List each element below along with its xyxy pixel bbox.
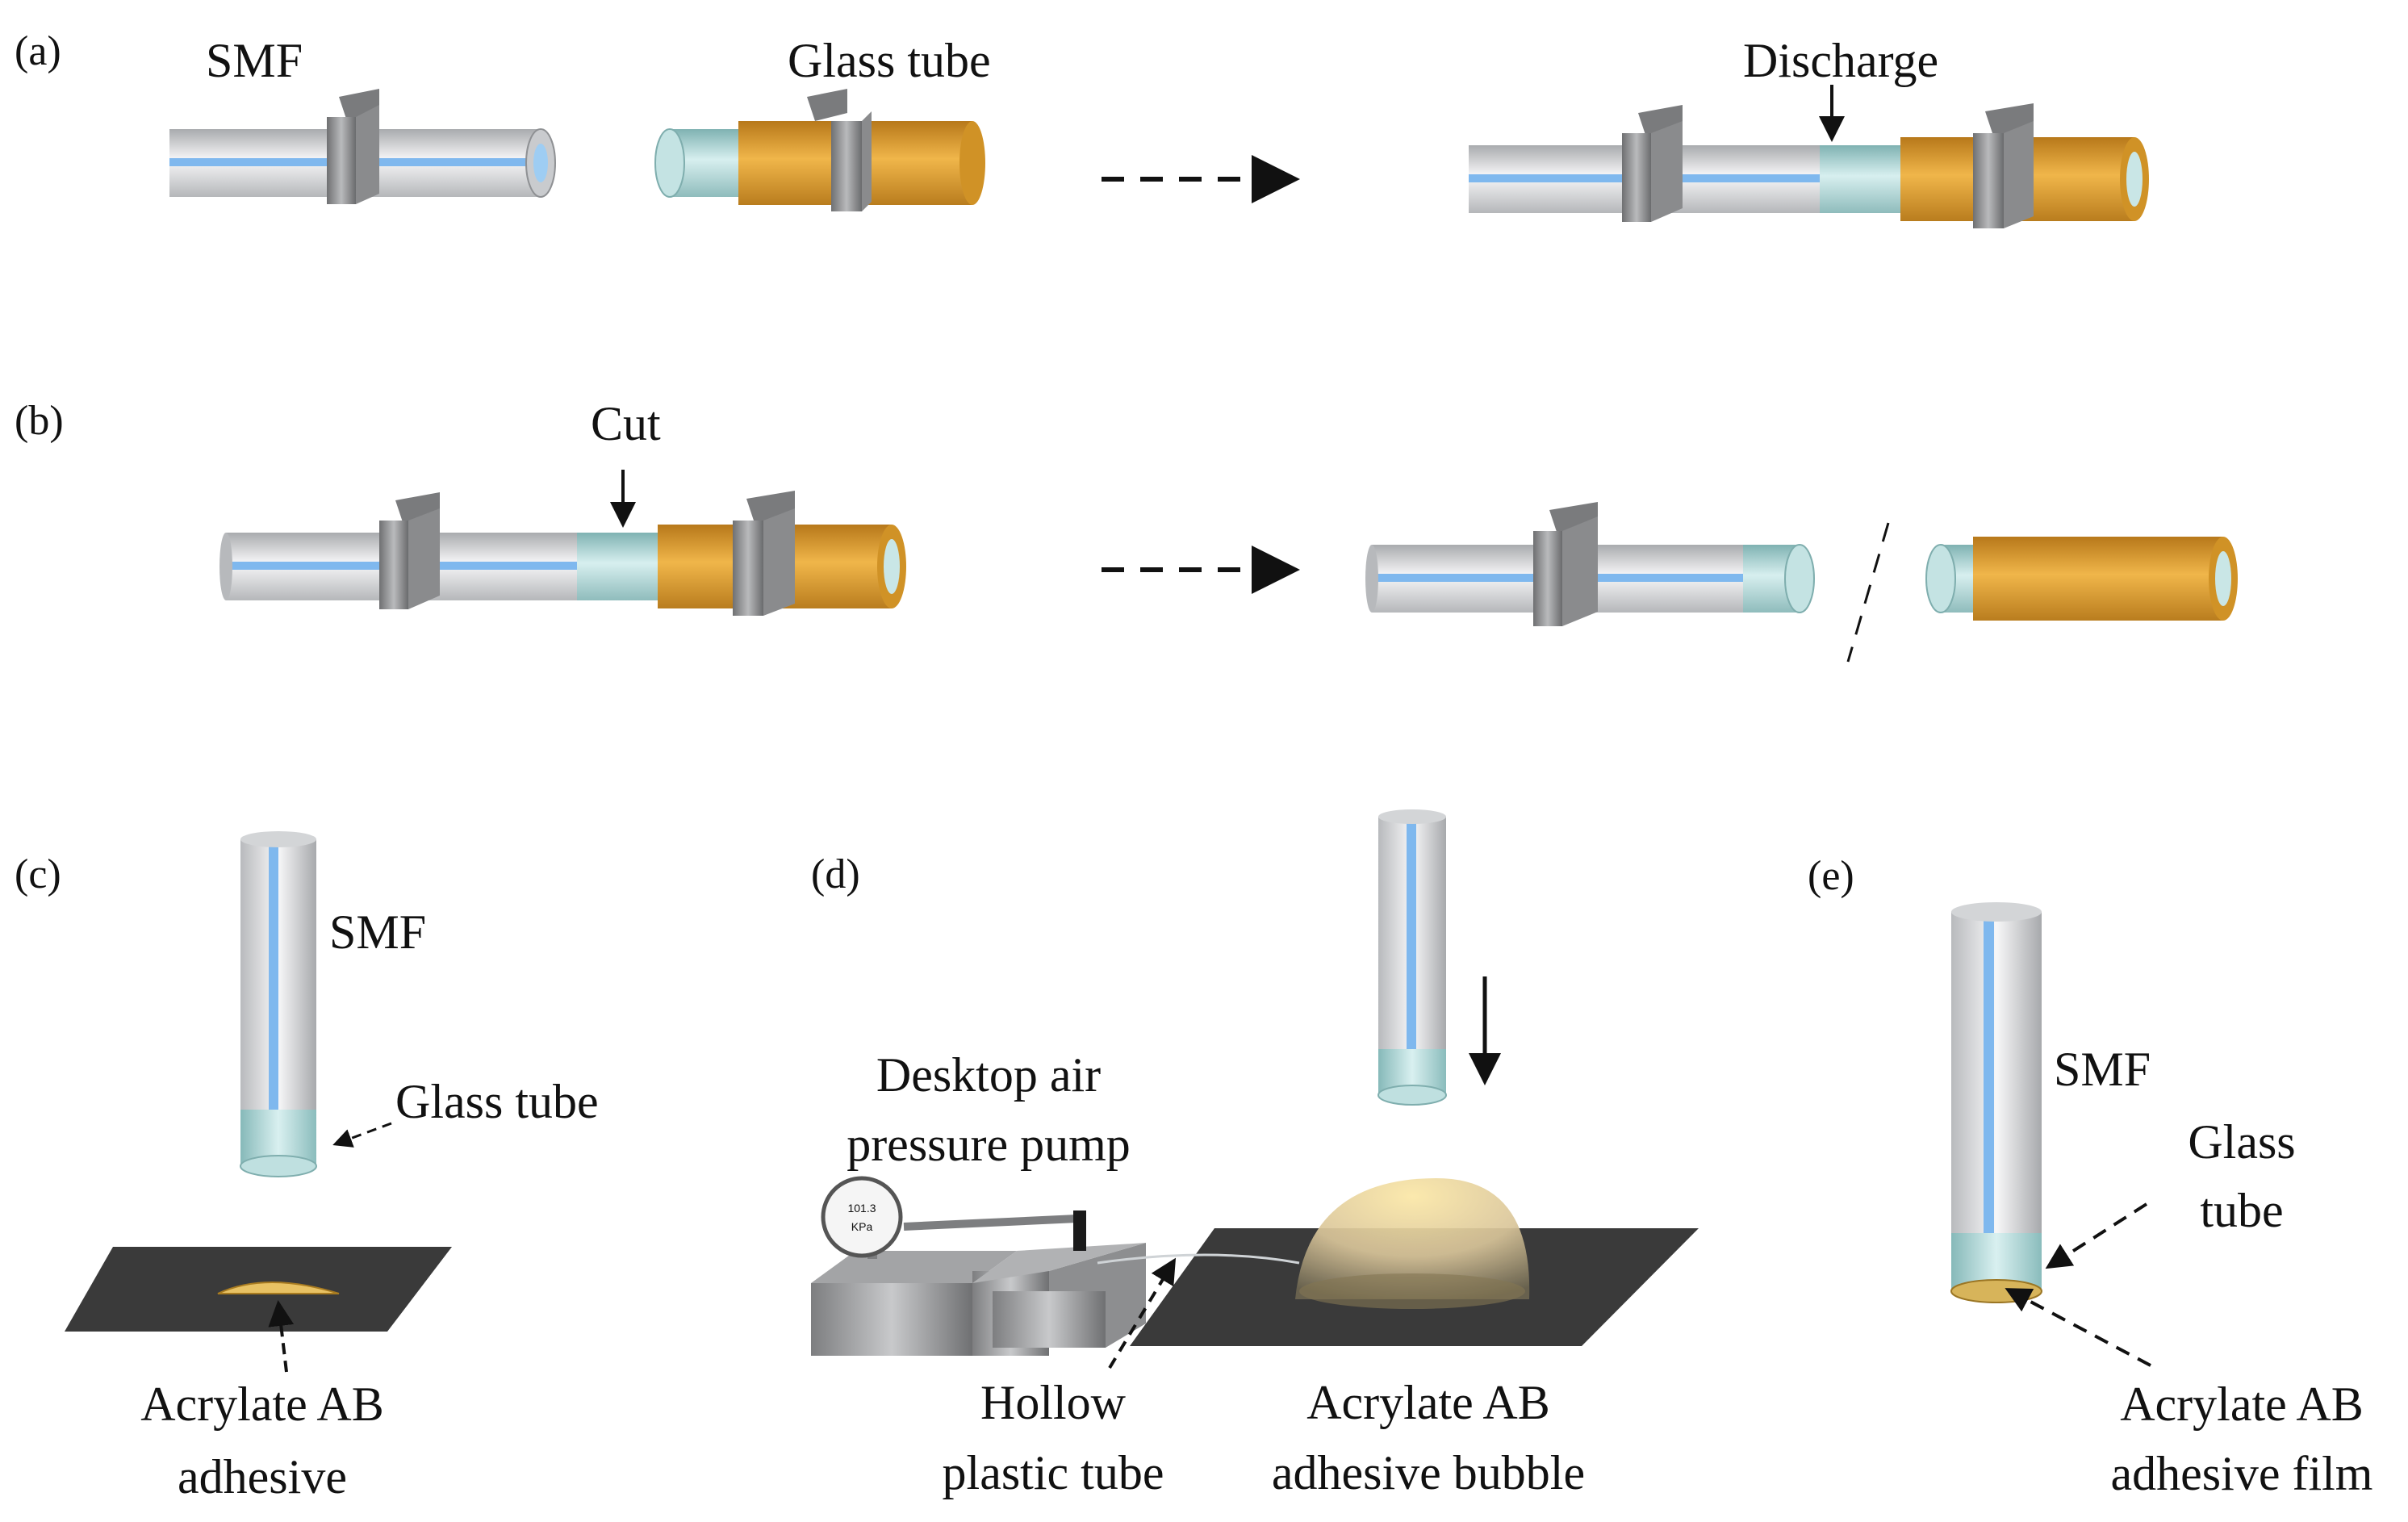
- label-plastic-tube-d1: Hollow: [980, 1376, 1127, 1429]
- panel-label-e: (e): [1808, 853, 1854, 899]
- label-adhesive-c2: adhesive: [178, 1450, 347, 1503]
- glass-tube-pointer-c: [332, 1122, 392, 1148]
- label-smf-e: SMF: [2054, 1043, 2151, 1096]
- separator-line: [1846, 522, 1890, 663]
- clamp-b2: [733, 491, 795, 616]
- label-glass-e1: Glass: [2188, 1115, 2295, 1169]
- vertical-fiber-e: [1950, 902, 2042, 1303]
- adhesive-bubble: [1295, 1178, 1530, 1309]
- label-smf-a: SMF: [206, 34, 303, 87]
- glass-tube-pointer-e: [2045, 1202, 2148, 1269]
- label-bubble-d2: adhesive bubble: [1272, 1446, 1585, 1499]
- label-bubble-d1: Acrylate AB: [1306, 1376, 1550, 1429]
- vertical-fiber-c: [240, 831, 317, 1177]
- clamp-b3: [1533, 502, 1598, 626]
- label-glass-e2: tube: [2200, 1184, 2283, 1237]
- vertical-fiber-d: [1377, 809, 1447, 1106]
- clamp-a4: [1973, 103, 2034, 228]
- label-glass-tube-c: Glass tube: [395, 1075, 599, 1128]
- air-pressure-pump: [811, 1210, 1146, 1356]
- panel-label-d: (d): [811, 851, 860, 897]
- panel-label-a: (a): [15, 28, 61, 74]
- plastic-tube-pointer: [1108, 1257, 1177, 1369]
- label-plastic-tube-d2: plastic tube: [943, 1446, 1164, 1499]
- adhesive-pointer-c: [268, 1300, 295, 1373]
- label-glass-tube-a: Glass tube: [788, 34, 991, 87]
- glass-capillary-a: [654, 121, 985, 205]
- panel-label-c: (c): [15, 851, 61, 897]
- pressure-gauge: 101.3 KPa: [821, 1176, 903, 1258]
- label-pump-d2: pressure pump: [847, 1118, 1131, 1171]
- gauge-value: 101.3: [847, 1202, 876, 1215]
- substrate-c: [65, 1247, 452, 1332]
- clamp-a1: [327, 89, 379, 204]
- cut-tube-piece-b: [1925, 537, 2238, 621]
- hollow-plastic-tube: [1097, 1253, 1300, 1265]
- label-adhesive-c1: Acrylate AB: [140, 1378, 384, 1431]
- clamp-b1: [379, 492, 440, 609]
- label-smf-c: SMF: [329, 905, 426, 959]
- panel-label-b: (b): [15, 398, 64, 444]
- clamp-a3: [1622, 105, 1683, 222]
- clamp-a2: [807, 89, 872, 211]
- label-film-e2: adhesive film: [2111, 1447, 2373, 1500]
- label-pump-d1: Desktop air: [876, 1048, 1101, 1102]
- adhesive-film-pointer-e: [2005, 1288, 2151, 1367]
- label-discharge-a: Discharge: [1743, 34, 1938, 87]
- label-film-e1: Acrylate AB: [2120, 1378, 2364, 1431]
- spliced-assembly-b: [219, 525, 906, 608]
- gauge-unit: KPa: [851, 1220, 873, 1233]
- label-cut-b: Cut: [591, 397, 661, 450]
- spliced-assembly-a: [1469, 137, 2149, 221]
